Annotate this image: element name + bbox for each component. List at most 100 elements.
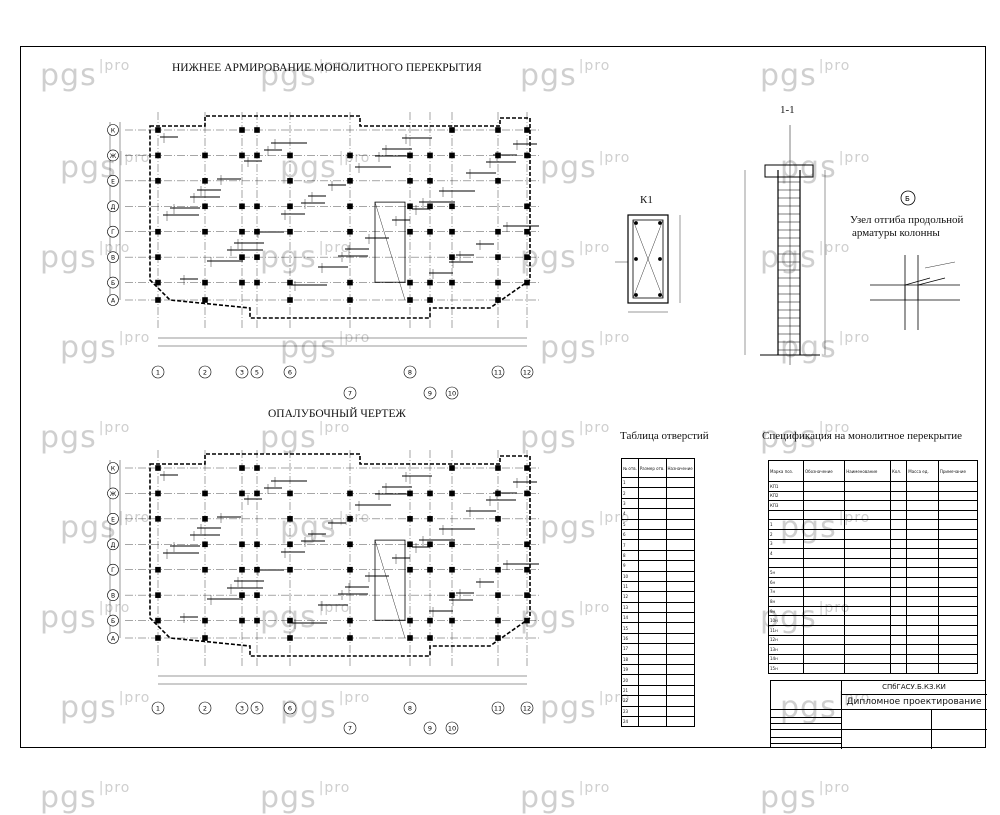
table-row: 5 [621,518,695,530]
table-row: 13 [621,601,695,614]
axis-letter-label: Е [111,516,115,523]
table-row: 12н [768,634,979,646]
table-row: 16 [621,632,695,645]
table-row: 20 [621,674,695,686]
spec-table-header: Примечание [937,460,979,482]
axis-number-label: 5 [255,705,259,713]
title-formwork: ОПАЛУБОЧНЫЙ ЧЕРТЕЖ [268,408,406,420]
axis-letter-label: Д [111,542,116,549]
table-row: 23 [621,705,695,718]
axis-letter-label: К [111,466,116,473]
axis-letter-label: Ж [110,491,117,498]
table-row: 11н [768,624,979,636]
spec-table-header: Обозначение [802,460,846,482]
node-b-label: Б [905,195,910,203]
title-k1: К1 [640,194,653,206]
table-row: 2 [768,528,979,540]
table-row: 9 [621,560,695,572]
table-row: 6 [621,528,695,541]
axis-number-label: 11 [494,705,502,713]
table-row: 21 [621,684,695,697]
spec-table-header: Кол. [890,460,908,482]
axis-number-label: 2 [203,369,207,377]
table-row: 6н [768,576,979,588]
axis-number-label: 5 [255,369,259,377]
table-row: 10н [768,615,979,626]
title-node-line2: арматуры колонны [852,227,940,239]
axis-number-label: 1 [156,705,160,713]
table-row: 1 [768,519,979,530]
axis-number-label: 6 [288,369,292,377]
axis-number-label: 12 [523,705,531,713]
axis-letter-label: Ж [110,153,117,160]
table-row: 13н [768,644,979,655]
table-row: 19 [621,664,695,676]
table-row: 1 [621,476,695,489]
axis-letter-label: Г [111,229,115,236]
title-block-project: Дипломное проектирование [846,697,982,707]
table-row: 18 [621,653,695,666]
table-row: 15н [768,663,979,674]
table-row: 4 [621,508,695,520]
axis-letter-label: А [111,298,116,305]
title-block-code: СПбГАСУ.Б.КЗ.КИ [882,683,946,691]
axis-number-label: 12 [523,369,531,377]
plan-bottom-reinforcement [109,112,540,347]
axis-number-label: 8 [408,705,412,713]
table-row: КП2 [768,490,979,502]
holes-table-header: № отв. [621,458,639,478]
table-row: 12 [621,591,695,603]
axis-letter-label: В [111,593,115,600]
axis-number-label: 1 [156,369,160,377]
table-row: 24 [621,715,695,728]
table-row: 7н [768,586,979,598]
axis-letter-label: К [111,128,116,135]
table-row: 15 [621,622,695,634]
axis-number-label: 8 [408,369,412,377]
spec-table-header: Наименование [844,460,892,482]
section-1-1 [744,125,826,365]
table-row: КП1 [768,481,979,492]
table-row: 7 [621,539,695,551]
table-row [768,509,979,521]
table-row: 5н [768,567,979,578]
table-row: КП3 [768,500,979,511]
title-bottom-reinforcement: НИЖНЕЕ АРМИРОВАНИЕ МОНОЛИТНОГО ПЕРЕКРЫТИ… [172,62,482,74]
axis-number-label: 10 [448,725,456,733]
table-row: 9н [768,605,979,617]
axis-number-label: 9 [428,390,432,398]
table-row: 14 [621,612,695,624]
axis-letter-label: А [111,636,116,643]
table-row: 17 [621,643,695,655]
title-holes-table: Таблица отверстий [620,430,709,442]
table-row [768,557,979,569]
table-row: 8 [621,549,695,562]
axis-letter-label: Б [111,280,115,287]
node-b-marker [900,190,916,206]
axis-letter-label: Г [111,567,115,574]
table-row: 2 [621,487,695,499]
title-node-line1: Узел отгиба продольной [850,214,964,226]
column-section-k1 [615,214,681,313]
table-row: 3 [621,497,695,510]
table-row: 22 [621,695,695,707]
title-section-1-1: 1-1 [780,104,795,116]
axis-letter-label: Е [111,178,115,185]
table-row: 14н [768,653,979,665]
axis-letter-label: Б [111,618,115,625]
axis-letter-label: В [111,255,115,262]
table-row: 11 [621,580,695,593]
axis-number-label: 11 [494,369,502,377]
axis-letter-label: Д [111,204,116,211]
axis-number-label: 3 [240,369,244,377]
holes-table-header: Размер отв. [637,458,667,478]
axis-number-label: 9 [428,725,432,733]
axis-number-label: 2 [203,705,207,713]
table-row: 10 [621,570,695,582]
axis-number-label: 7 [348,725,352,733]
